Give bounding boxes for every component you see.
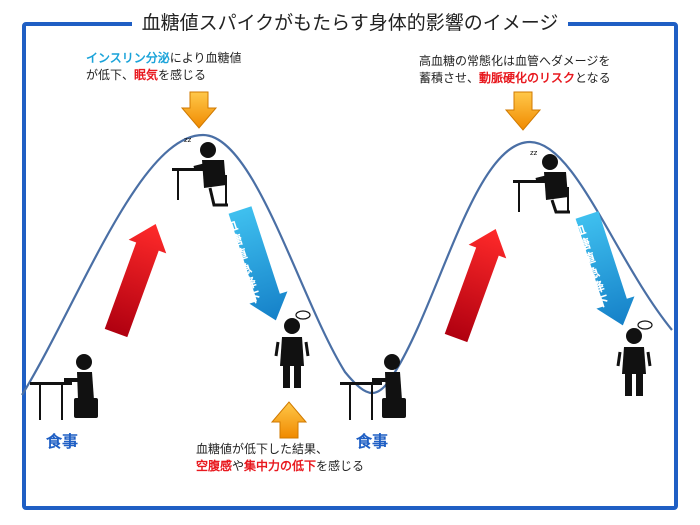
note-chronic-keyword: 動脈硬化のリスク xyxy=(479,71,576,85)
svg-text:zz: zz xyxy=(530,149,538,157)
note-hunger-text: を感じる xyxy=(316,459,365,473)
note-chronic-text: 高血糖の常態化は血管へダメージを xyxy=(419,54,611,68)
note-insulin-keyword: 眠気 xyxy=(134,68,159,82)
eating-person-icon xyxy=(30,354,98,420)
pointer-arrow-sleepy xyxy=(180,91,218,129)
rise-arrow-2 xyxy=(444,228,507,343)
note-chronic-text: 蓄積させ、 xyxy=(419,71,480,85)
hungry-person-icon xyxy=(274,310,311,388)
pointer-arrow-hunger xyxy=(270,401,308,439)
note-insulin-text: により血糖値 xyxy=(169,51,242,65)
note-hunger-text: や xyxy=(232,459,245,473)
note-insulin-text: が低下、 xyxy=(86,68,135,82)
note-chronic: 高血糖の常態化は血管へダメージを 蓄積させ、動脈硬化のリスクとなる xyxy=(419,53,611,87)
hungry-person-icon xyxy=(616,320,653,396)
note-hunger-text: 血糖値が低下した結果、 xyxy=(196,442,329,456)
meal-label: 食事 xyxy=(46,432,79,451)
note-hunger-keyword: 集中力の低下 xyxy=(244,459,317,473)
glucose-curve xyxy=(21,133,673,396)
diagram-title: 血糖値スパイクがもたらす身体的影響のイメージ xyxy=(0,8,700,35)
pointer-arrow-risk xyxy=(504,91,542,131)
note-chronic-text: となる xyxy=(575,71,611,85)
fall-arrow-2 xyxy=(575,211,635,326)
rise-arrow-1 xyxy=(104,223,167,338)
sleepy-person-icon: zz xyxy=(513,149,570,214)
meal-label: 食事 xyxy=(356,432,389,451)
note-insulin: インスリン分泌により血糖値 が低下、眠気を感じる xyxy=(86,50,242,84)
sleepy-person-icon: zz xyxy=(172,136,228,207)
note-insulin-keyword: インスリン分泌 xyxy=(86,51,170,65)
svg-text:zz: zz xyxy=(184,136,192,144)
note-hunger: 血糖値が低下した結果、 空腹感や集中力の低下を感じる xyxy=(196,441,364,475)
eating-person-icon xyxy=(340,354,406,420)
note-insulin-text: を感じる xyxy=(158,68,207,82)
note-hunger-keyword: 空腹感 xyxy=(196,459,233,473)
fall-arrow-1 xyxy=(228,206,288,321)
